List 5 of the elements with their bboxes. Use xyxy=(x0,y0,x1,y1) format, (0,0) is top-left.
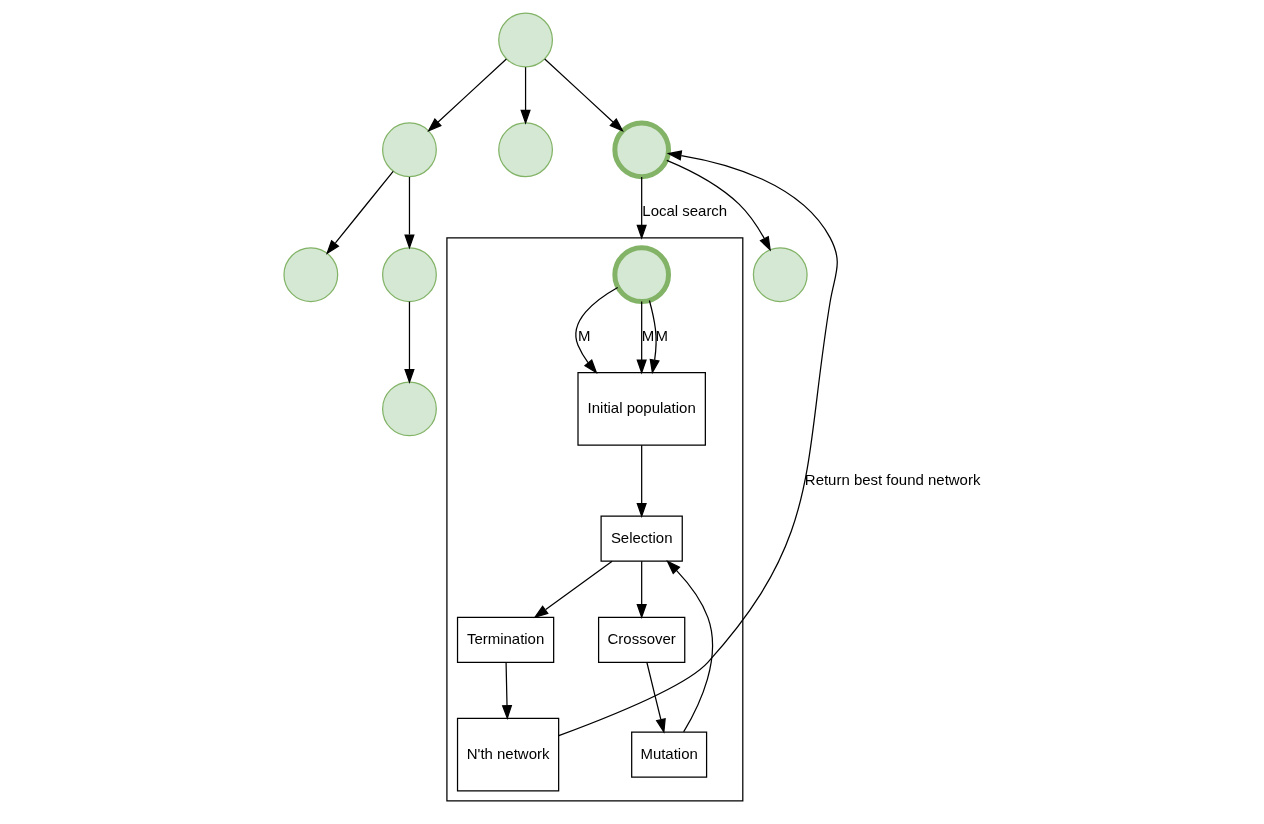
edge-label: Local search xyxy=(642,202,728,220)
edge-label: M xyxy=(578,326,591,344)
edge-label: M xyxy=(655,326,668,344)
edge-label: Return best found network xyxy=(804,470,981,488)
edge-label: M xyxy=(641,326,655,344)
